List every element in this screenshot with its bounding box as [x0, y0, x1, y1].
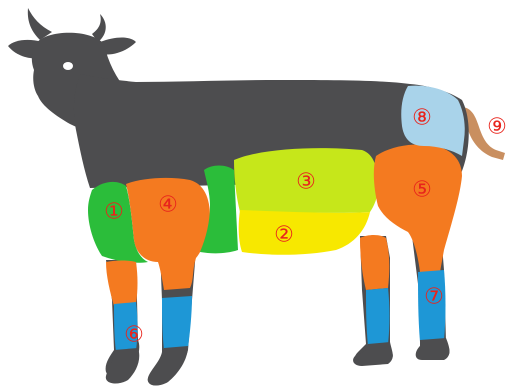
label-5: ⑤: [412, 178, 432, 203]
eye: [63, 62, 73, 70]
region-5-hindleg: [360, 235, 389, 290]
region-2: [239, 210, 370, 255]
label-4: ④: [158, 193, 178, 218]
region-4-foreleg: [106, 261, 138, 307]
hoof-hind-left: [353, 342, 393, 366]
hoof-front-left: [106, 348, 139, 383]
region-6-right: [162, 296, 192, 350]
label-2: ②: [274, 223, 294, 248]
label-3: ③: [296, 170, 316, 195]
label-7: ⑦: [424, 285, 444, 310]
label-9: ⑨: [487, 115, 507, 140]
hoof-front-right: [148, 346, 188, 385]
label-8: ⑧: [412, 106, 432, 131]
left-horn: [28, 8, 52, 40]
hoof-hind-right: [416, 338, 450, 360]
label-6: ⑥: [124, 323, 144, 348]
region-7: [366, 288, 390, 346]
label-1: ①: [104, 200, 124, 225]
